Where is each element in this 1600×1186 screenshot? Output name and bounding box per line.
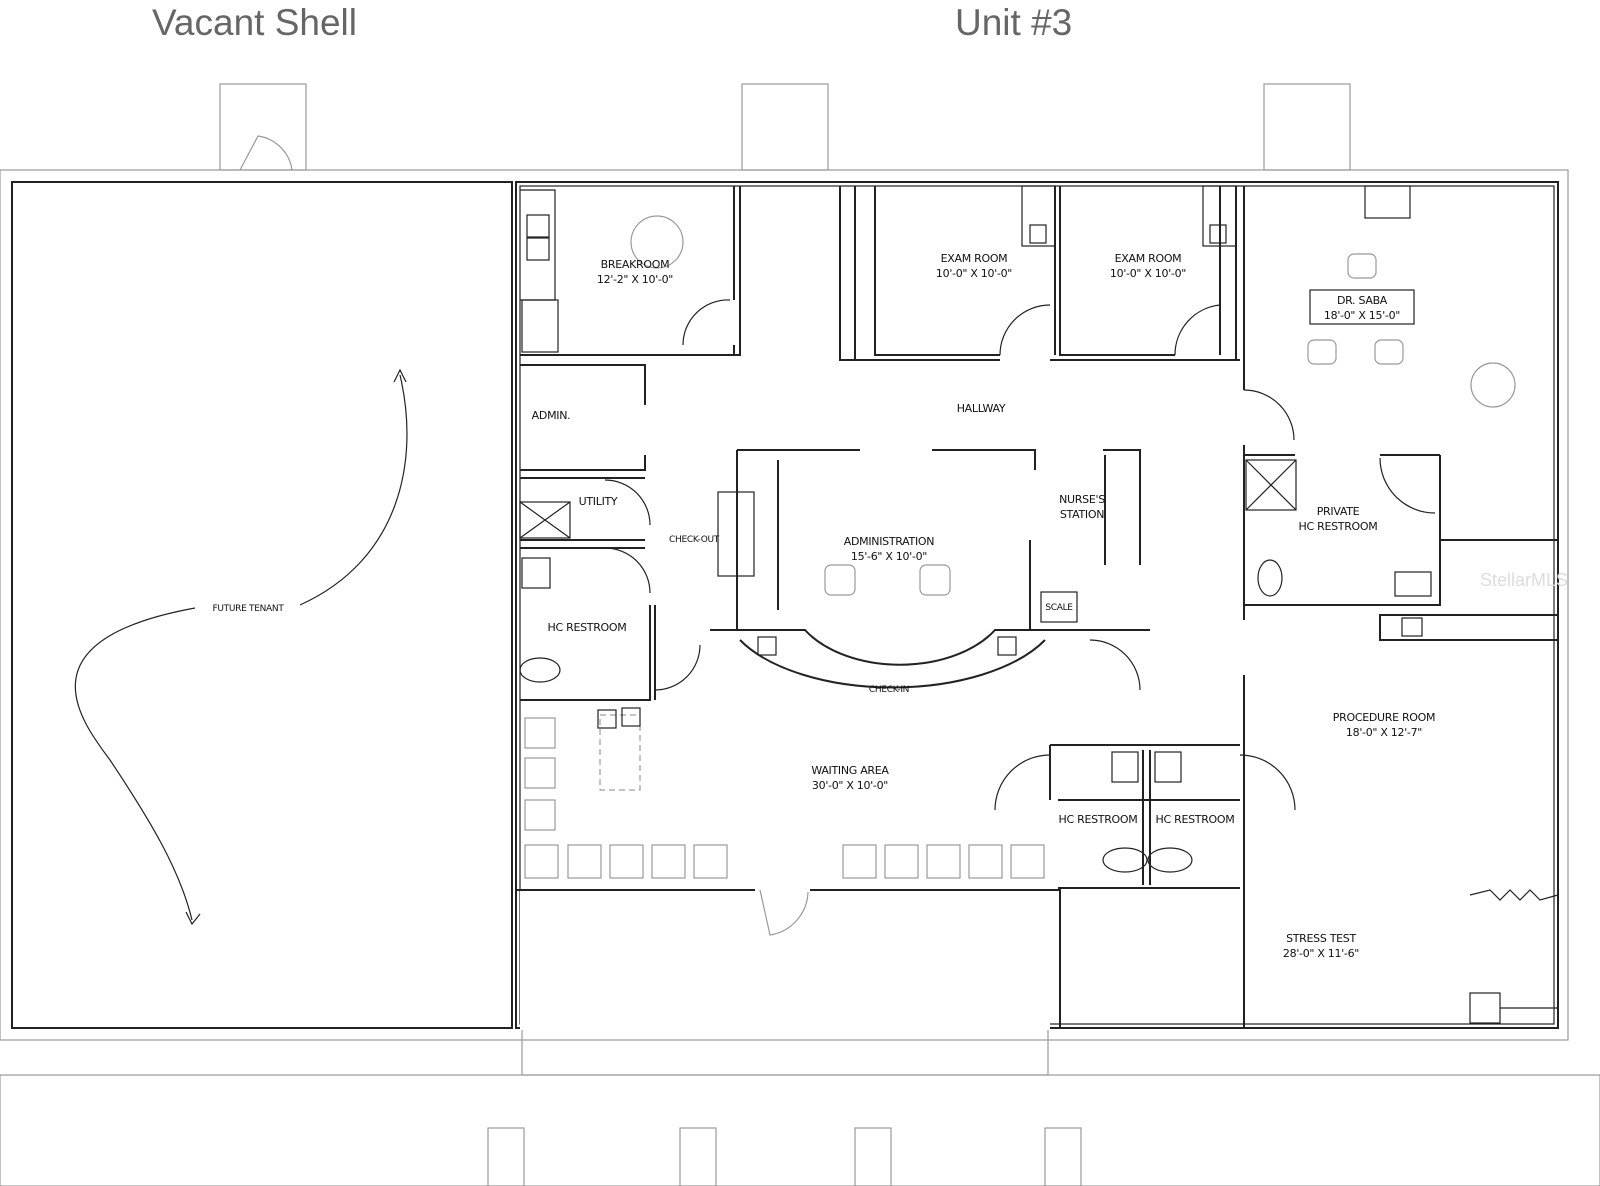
scale-label: SCALE [1045,603,1073,613]
shell-door[interactable] [239,135,293,171]
exam-rooms: EXAM ROOM 10'-0" X 10'-0" EXAM ROOM 10'-… [839,185,1240,361]
watermark: StellarMLS [1480,570,1568,590]
nurses-station-line1: NURSE'S [1059,493,1105,506]
hc-restroom-left-label: HC RESTROOM [548,621,627,634]
hc-restroom-mid-label: HC RESTROOM [1059,813,1138,826]
vacant-shell-heading: Vacant Shell [152,2,357,43]
private-restroom-line1: PRIVATE [1317,505,1360,518]
procedure-and-stress-test: PROCEDURE ROOM 18'-0" X 12'-7" STRESS TE… [1283,711,1559,1024]
administration-area: HALLWAY ADMINISTRATION 15'-6" X 10'-0" N… [710,402,1150,695]
administration-size: 15'-6" X 10'-0" [851,550,927,563]
check-out-label: CHECK-OUT [669,535,720,545]
lower-restrooms: HC RESTROOM HC RESTROOM [994,744,1296,889]
hc-restroom-right-label: HC RESTROOM [1156,813,1235,826]
exterior-outline [0,83,1600,1186]
vacant-shell: FUTURE TENANT [11,135,513,1029]
dr-saba-name: DR. SABA [1337,294,1388,307]
waiting-area: WAITING AREA 30'-0" X 10'-0" [524,717,1045,936]
hallway-label: HALLWAY [957,402,1006,415]
left-service-rooms: ADMIN. UTILITY CHECK-OUT HC RESTROOM [519,364,720,791]
check-in-label: CHECK-IN [869,685,909,695]
waiting-area-name: WAITING AREA [811,764,889,777]
breakroom-size: 12'-2" X 10'-0" [597,273,673,286]
future-tenant-label: FUTURE TENANT [212,604,284,614]
exam-room-2-name: EXAM ROOM [1115,252,1182,265]
private-restroom-line2: HC RESTROOM [1299,520,1378,533]
utility-label: UTILITY [579,495,618,508]
dr-saba-size: 18'-0" X 15'-0" [1324,309,1400,322]
breakroom-name: BREAKROOM [601,258,670,271]
unit-walls [515,181,1559,1030]
dr-saba-office: DR. SABA 18'-0" X 15'-0" [1243,185,1516,1028]
nurses-station-line2: STATION [1060,508,1104,521]
private-restroom: PRIVATE HC RESTROOM StellarMLS [1244,454,1568,641]
procedure-room-name: PROCEDURE ROOM [1333,711,1435,724]
exam-room-1-name: EXAM ROOM [941,252,1008,265]
stress-test-name: STRESS TEST [1286,932,1356,945]
stress-test-size: 28'-0" X 11'-6" [1283,947,1359,960]
exam-room-2-size: 10'-0" X 10'-0" [1110,267,1186,280]
breakroom: BREAKROOM 12'-2" X 10'-0" [520,186,741,356]
waiting-area-size: 30'-0" X 10'-0" [812,779,888,792]
exam-room-1-size: 10'-0" X 10'-0" [936,267,1012,280]
administration-name: ADMINISTRATION [844,535,934,548]
procedure-room-size: 18'-0" X 12'-7" [1346,726,1422,739]
unit-3-heading: Unit #3 [955,2,1073,43]
admin-label: ADMIN. [532,409,571,422]
